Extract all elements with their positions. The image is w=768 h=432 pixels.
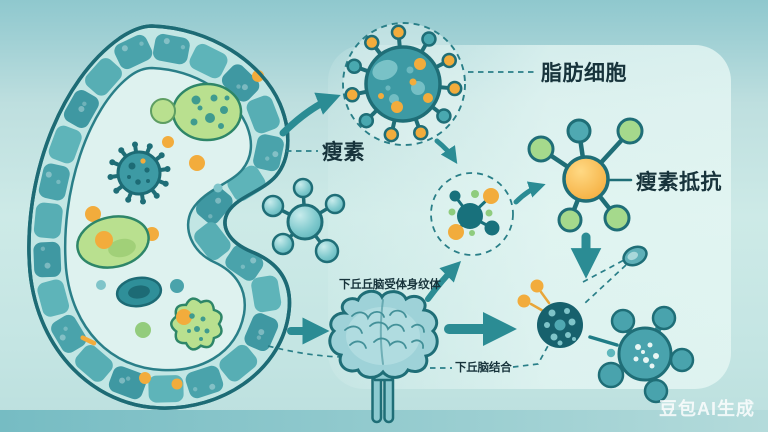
hypothalamus-brain	[328, 289, 439, 424]
connector-vesicle	[582, 259, 625, 283]
membrane-orange-bar	[80, 335, 97, 346]
label-fat-cell: 脂肪细胞	[541, 61, 627, 85]
bottom-band	[0, 410, 768, 432]
orange-pin	[517, 294, 531, 308]
adipose-tissue-cell	[27, 24, 292, 410]
organelle-teal-dot	[96, 280, 106, 290]
bound-receptor-cell	[517, 279, 619, 358]
short-link-line	[588, 335, 619, 347]
organelle-mitochondria	[115, 276, 163, 308]
organelle-green-blob	[76, 215, 150, 269]
arrow-brain-to-binding	[425, 260, 462, 302]
organelle-green-circle	[150, 98, 176, 124]
arrow-cell-to-fatcell	[279, 92, 341, 137]
organelle-small-virus	[107, 141, 171, 205]
organelle-green-dot	[135, 322, 151, 338]
connector-binding-label-right	[512, 343, 550, 368]
organelle-teal-dot	[170, 279, 184, 293]
label-leptin: 瘦素	[322, 140, 365, 164]
arrow-binding-to-resistance	[513, 181, 546, 205]
label-hypothalamus-binding: 下丘脑结合	[455, 360, 512, 374]
membrane-orange-dot	[171, 378, 183, 390]
leptin-resistance-complex	[527, 117, 644, 233]
organelle-teal-dot	[213, 183, 223, 193]
ligand-binding-icon	[457, 203, 483, 229]
brain-folds	[344, 299, 425, 365]
label-leptin-resistance: 瘦素抵抗	[636, 170, 722, 194]
orange-hub-molecule-icon	[562, 155, 610, 203]
receptor-binding-node	[430, 172, 514, 256]
membrane-orange-dot	[139, 372, 151, 384]
orange-pin	[530, 279, 544, 293]
organelle-orange-dot	[189, 155, 205, 171]
arrow-fatcell-to-binding	[434, 138, 458, 164]
watermark: 豆包AI生成	[659, 398, 755, 419]
spiky-virus-cell-icon	[364, 45, 442, 123]
cell-membrane-outline	[27, 24, 292, 410]
fat-cell-node	[342, 22, 466, 146]
small-teal-dot	[606, 348, 616, 358]
organelle-green-dotted-oval	[171, 82, 243, 142]
five-armed-cell-icon	[617, 326, 673, 382]
cell-membrane-inner	[63, 66, 253, 372]
organelle-scalloped-blob	[170, 297, 223, 351]
label-hypothalamus-receptor: 下丘丘脑受体身纹体	[339, 277, 441, 291]
organelle-orange-dot	[162, 136, 174, 148]
organelle-orange-dot	[85, 206, 101, 222]
small-vesicle	[622, 245, 648, 267]
neuron-cell	[597, 305, 695, 404]
leptin-molecule	[261, 177, 346, 264]
